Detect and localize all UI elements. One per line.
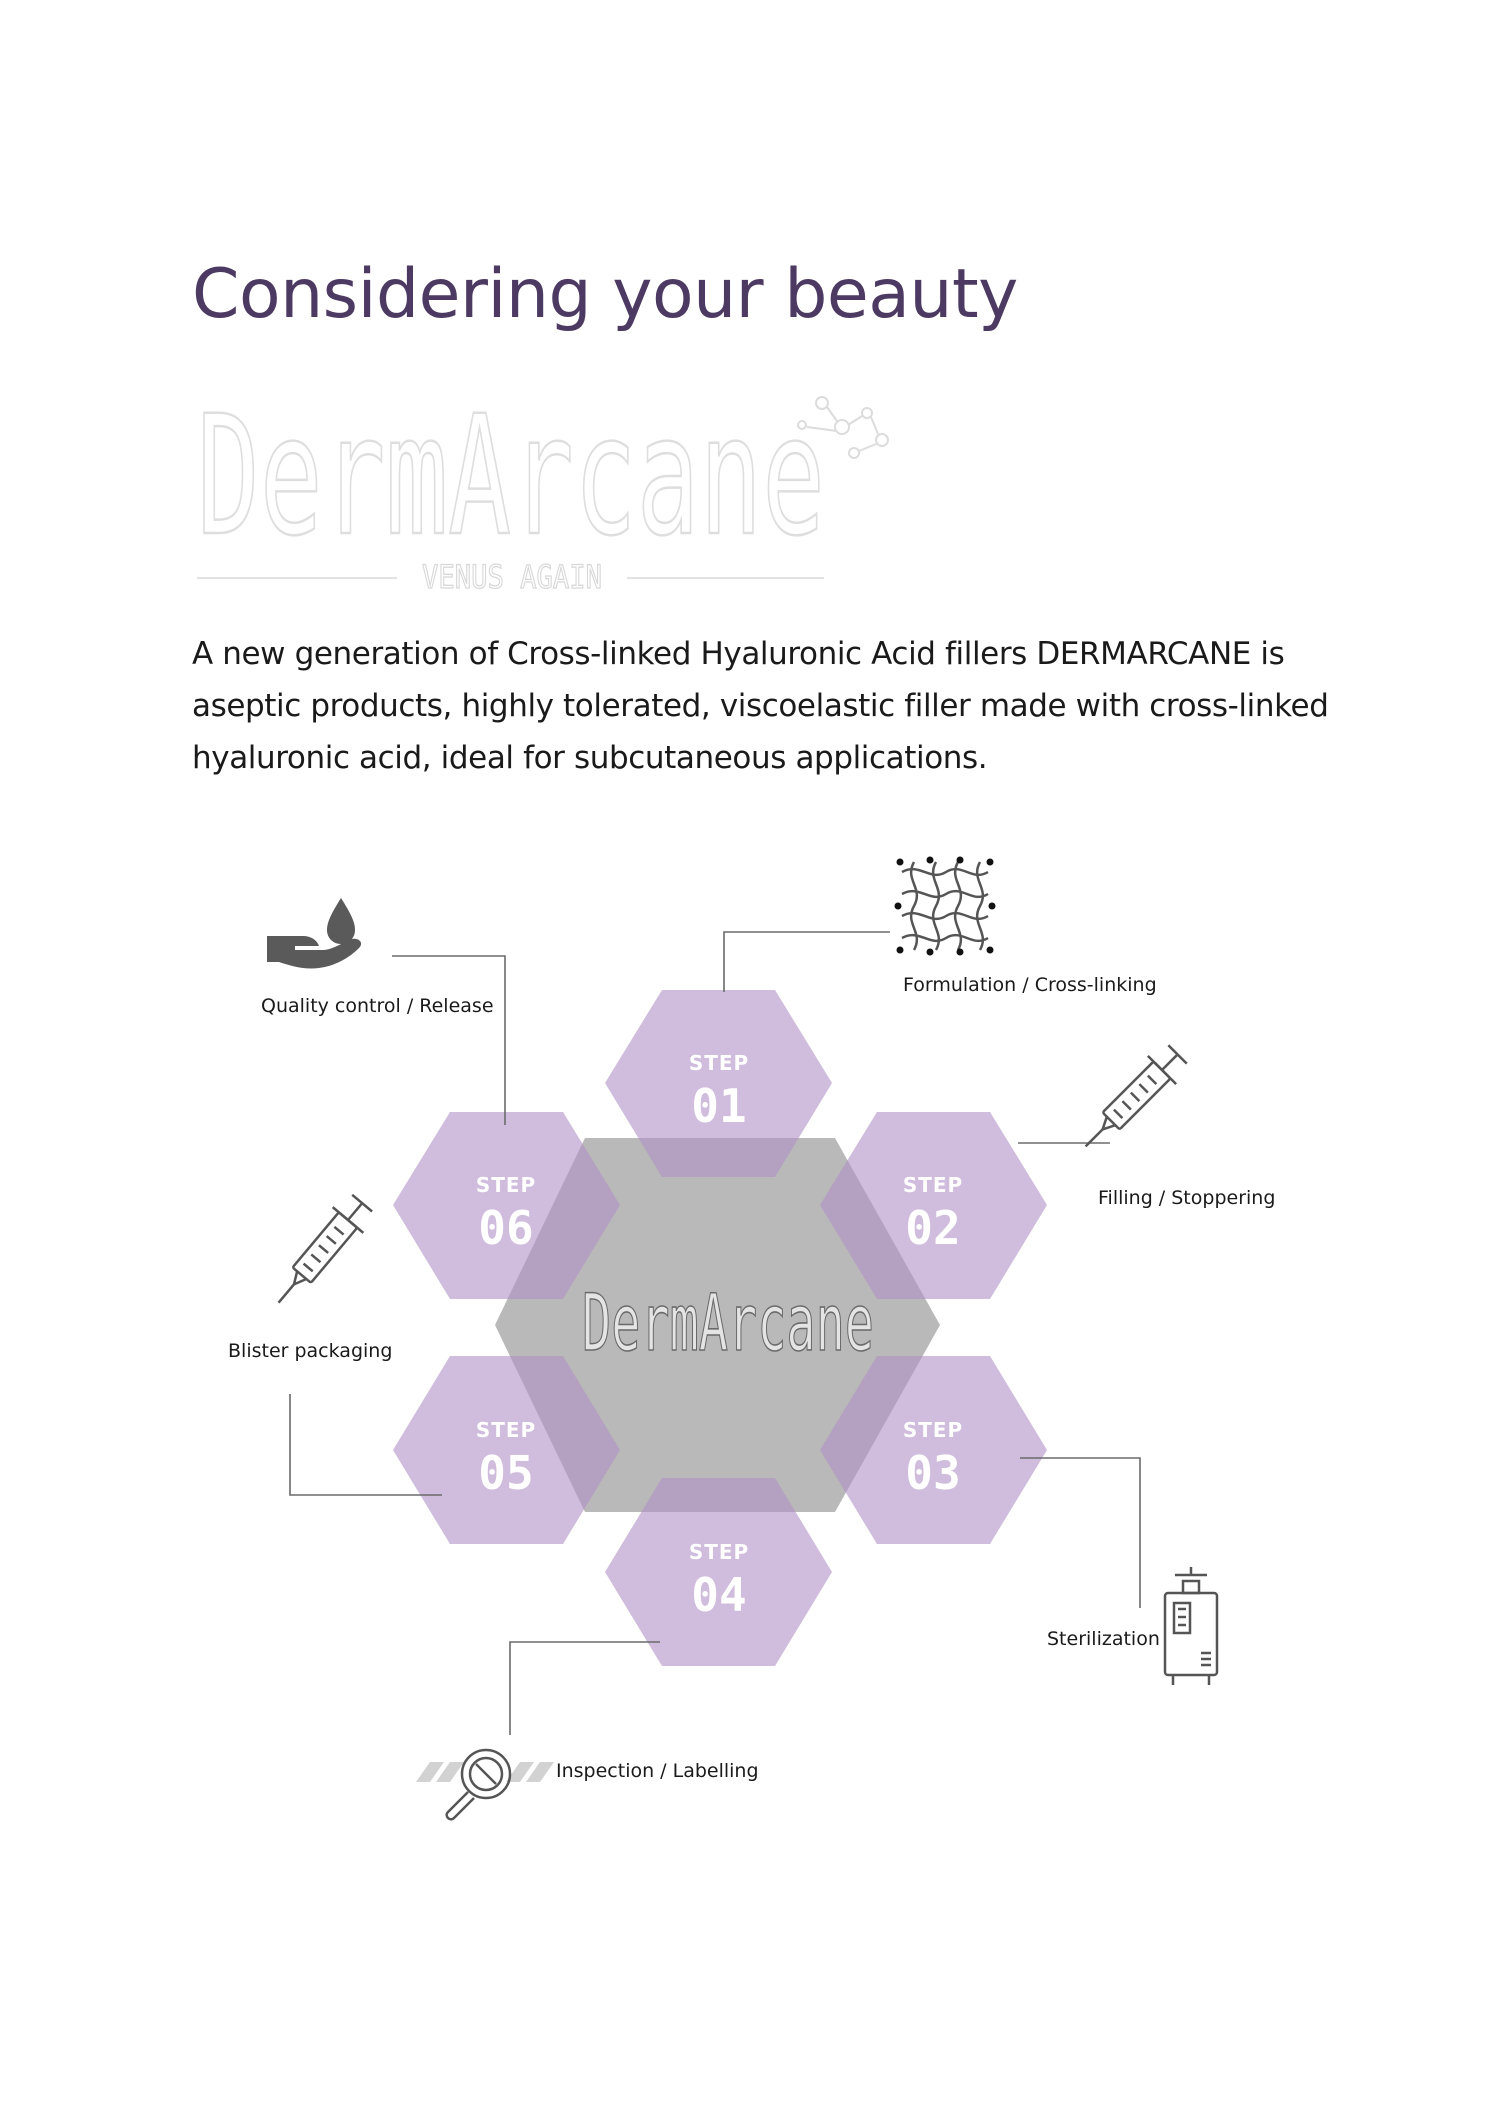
connector-04 bbox=[509, 1641, 660, 1735]
magnifier-icon bbox=[416, 1748, 554, 1821]
step-hexagon-01: STEP 01 bbox=[605, 990, 832, 1177]
svg-text:06: 06 bbox=[478, 1201, 533, 1255]
svg-text:01: 01 bbox=[691, 1079, 746, 1133]
connector-06 bbox=[392, 955, 506, 1125]
dermarcane-logo: DermArcane VENUS AGAIN bbox=[196, 385, 889, 597]
mesh-network-icon bbox=[894, 856, 996, 956]
connector-01 bbox=[723, 931, 890, 992]
svg-text:02: 02 bbox=[905, 1201, 960, 1255]
connector-03 bbox=[1020, 1457, 1141, 1608]
step-label-02: Filling / Stoppering bbox=[1098, 1187, 1275, 1209]
step-hexagon-05: STEP 05 bbox=[393, 1356, 620, 1544]
step-label-05: Blister packaging bbox=[228, 1340, 392, 1362]
svg-text:03: 03 bbox=[905, 1446, 960, 1500]
connector-05 bbox=[289, 1394, 442, 1496]
page-title: Considering your beauty bbox=[192, 255, 1018, 334]
svg-text:STEP: STEP bbox=[476, 1418, 536, 1442]
svg-text:04: 04 bbox=[691, 1568, 746, 1622]
svg-text:05: 05 bbox=[478, 1446, 533, 1500]
svg-text:STEP: STEP bbox=[689, 1540, 749, 1564]
step-label-01: Formulation / Cross-linking bbox=[903, 974, 1157, 996]
center-wordmark: DermArcane bbox=[582, 1279, 874, 1369]
molecule-icon bbox=[797, 396, 889, 459]
hand-drop-icon bbox=[267, 898, 362, 969]
center-hexagon bbox=[495, 1138, 940, 1512]
step-hexagon-03: STEP 03 bbox=[820, 1356, 1047, 1544]
intro-paragraph: A new generation of Cross-linked Hyaluro… bbox=[192, 636, 1329, 776]
process-diagram: STEP 01 STEP 02 STEP 03 STEP 04 STEP 05 … bbox=[228, 856, 1275, 1821]
svg-text:STEP: STEP bbox=[689, 1051, 749, 1075]
logo-tagline: VENUS AGAIN bbox=[422, 558, 602, 596]
step-hexagon-06: STEP 06 bbox=[393, 1112, 620, 1299]
svg-text:STEP: STEP bbox=[476, 1173, 536, 1197]
step-label-04: Inspection / Labelling bbox=[556, 1760, 759, 1782]
syringe-icon bbox=[277, 1193, 373, 1304]
logo-wordmark: DermArcane bbox=[197, 385, 825, 572]
step-hexagon-04: STEP 04 bbox=[605, 1478, 832, 1666]
svg-text:STEP: STEP bbox=[903, 1173, 963, 1197]
step-hexagon-02: STEP 02 bbox=[820, 1112, 1047, 1299]
autoclave-icon bbox=[1163, 1567, 1219, 1685]
svg-text:STEP: STEP bbox=[903, 1418, 963, 1442]
syringe-icon bbox=[1084, 1044, 1188, 1148]
step-label-03: Sterilization bbox=[1047, 1628, 1160, 1650]
step-label-06: Quality control / Release bbox=[261, 995, 494, 1017]
